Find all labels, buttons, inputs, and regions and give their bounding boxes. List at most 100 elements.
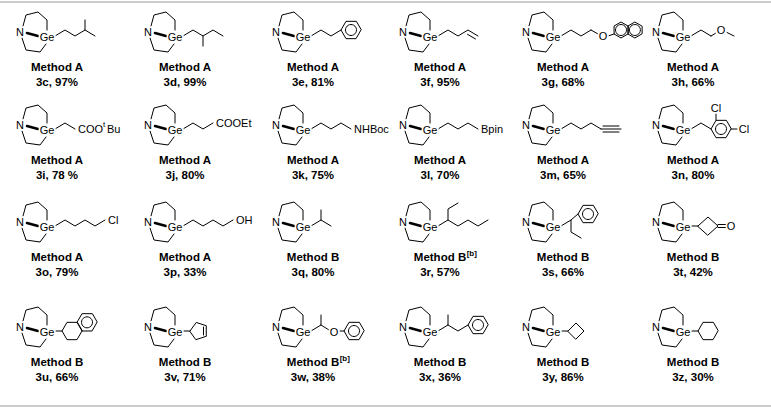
atom-label: N xyxy=(143,27,153,38)
compound-label: 3i, 78 % xyxy=(36,170,78,182)
atom-label: Ge xyxy=(675,32,692,43)
method-label: Method B xyxy=(159,357,211,369)
substituent-bond xyxy=(339,331,344,332)
atom-label: N xyxy=(651,217,661,228)
atom-label: Ge xyxy=(39,222,56,233)
substituent-bond xyxy=(583,209,594,220)
footnote-marker: [b] xyxy=(340,355,350,363)
compound-label: 3j, 80% xyxy=(166,170,205,182)
substituent-bond xyxy=(346,25,357,36)
substituent-bond xyxy=(448,203,458,220)
compound-label: 3t, 42% xyxy=(673,267,713,279)
method-label: Method A xyxy=(287,155,339,167)
substituent-bond xyxy=(561,30,591,36)
substituent-bond xyxy=(438,123,478,129)
atom-label: Ge xyxy=(167,327,184,338)
atom-label: N xyxy=(398,120,408,131)
atom-label: COO xyxy=(77,124,104,135)
cage-wedge-bond xyxy=(533,328,544,331)
substituent-bond xyxy=(691,30,711,36)
cage-bond xyxy=(279,307,303,325)
substituent-bond xyxy=(82,317,93,328)
substituent-bond xyxy=(311,220,331,226)
cage-bond xyxy=(151,202,175,220)
substituent-bond xyxy=(55,123,75,129)
cage-wedge-bond xyxy=(27,223,38,226)
method-label: Method A xyxy=(159,62,211,74)
method-label: Method A xyxy=(414,62,466,74)
substituent-bond xyxy=(716,124,727,135)
substituent-bond xyxy=(608,34,614,36)
atom-label: N xyxy=(398,217,408,228)
atom-label: N xyxy=(398,322,408,333)
cage-bond xyxy=(659,105,683,123)
footnote-marker: [b] xyxy=(467,250,477,258)
substituent-bond xyxy=(691,123,711,129)
cage-wedge-bond xyxy=(155,33,166,36)
compound-label: 3r, 57% xyxy=(420,267,460,279)
cage-bond xyxy=(23,202,47,220)
cage-bond xyxy=(406,105,430,123)
atom-label: Ge xyxy=(295,327,312,338)
substituent-bond xyxy=(55,30,95,36)
cage-wedge-bond xyxy=(663,126,674,129)
compound-label: 3n, 80% xyxy=(672,170,715,182)
method-label: Method A xyxy=(537,155,589,167)
atom-label: Ge xyxy=(295,222,312,233)
atom-label: N xyxy=(521,217,531,228)
method-label: Method A xyxy=(667,62,719,74)
atom-label: Ge xyxy=(295,125,312,136)
substituent-bond xyxy=(561,220,581,238)
method-label: Method B xyxy=(667,357,719,369)
substituent-bond xyxy=(341,21,361,38)
atom-label: Ge xyxy=(675,327,692,338)
cage-wedge-bond xyxy=(283,126,294,129)
substituent-bond xyxy=(203,327,204,335)
cage-bond xyxy=(659,202,683,220)
method-label: Method A xyxy=(31,155,83,167)
substituent-bond xyxy=(691,331,698,332)
substituent-bond xyxy=(616,25,627,36)
compound-label: 3w, 38% xyxy=(291,372,335,384)
cage-wedge-bond xyxy=(533,223,544,226)
atom-label: N xyxy=(398,27,408,38)
atom-label: Ge xyxy=(39,125,56,136)
atom-label: O xyxy=(598,31,609,42)
method-label: Method B xyxy=(414,252,466,264)
cage-bond xyxy=(151,105,175,123)
compound-label: 3k, 75% xyxy=(292,170,334,182)
atom-label: Ge xyxy=(167,125,184,136)
atom-label: Ge xyxy=(167,32,184,43)
rule-line xyxy=(0,1,771,2)
cage-bond xyxy=(23,105,47,123)
atom-label: Ge xyxy=(39,327,56,338)
method-label: Method A xyxy=(537,62,589,74)
substituent-bond xyxy=(716,114,717,120)
cage-bond xyxy=(529,307,553,325)
substituent-bond xyxy=(55,220,105,226)
cage-bond xyxy=(406,202,430,220)
atom-label: COOEt xyxy=(215,118,252,129)
cage-bond xyxy=(23,307,47,325)
substituent-bond xyxy=(628,22,642,38)
compound-label: 3m, 65% xyxy=(540,170,586,182)
substituent-bond xyxy=(203,36,204,46)
substituent-bond xyxy=(468,34,476,39)
substituent-bond xyxy=(344,322,364,339)
substituent-bond xyxy=(561,331,568,332)
substituent-bond xyxy=(438,220,488,226)
compound-label: 3l, 70% xyxy=(421,170,460,182)
method-label: Method B xyxy=(31,357,83,369)
method-label: Method B xyxy=(414,357,466,369)
atom-label: O xyxy=(716,25,727,36)
atom-label: Ge xyxy=(39,32,56,43)
atom-label: N xyxy=(15,120,25,131)
cage-bond xyxy=(406,307,430,325)
substituent-bond xyxy=(698,217,718,235)
compound-label: 3x, 36% xyxy=(419,372,461,384)
atom-label: Ge xyxy=(422,125,439,136)
method-label: Method B xyxy=(287,252,339,264)
cage-wedge-bond xyxy=(27,126,38,129)
cage-bond xyxy=(151,12,175,30)
